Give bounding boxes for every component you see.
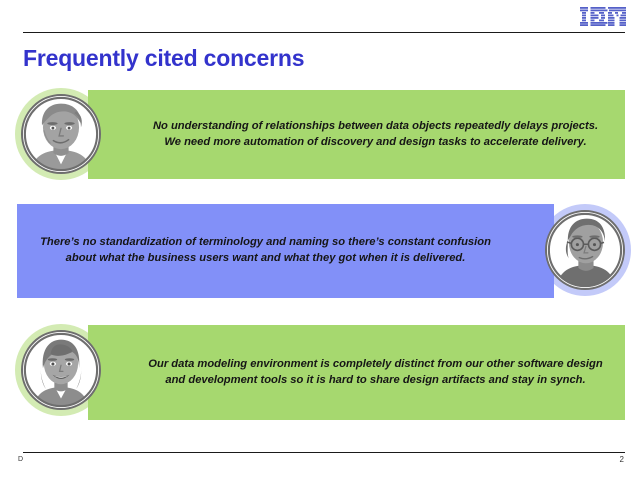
header-divider-rule xyxy=(23,32,625,33)
avatar-person-3 xyxy=(21,330,101,410)
avatar-person-2 xyxy=(545,210,625,290)
ibm-logo-glyph xyxy=(580,7,626,26)
avatar-portrait-1-glyph xyxy=(23,96,99,172)
footer-divider-rule xyxy=(23,452,625,453)
page-title: Frequently cited concerns xyxy=(23,45,305,71)
quote-band-2: There’s no standardization of terminolog… xyxy=(17,204,554,298)
footer-mark: D xyxy=(18,456,24,463)
avatar-portrait-2-glyph xyxy=(547,212,623,288)
quote-text-3: Our data modeling environment is complet… xyxy=(148,357,603,386)
quote-text-1: No understanding of relationships betwee… xyxy=(152,119,599,148)
avatar-portrait-3-glyph xyxy=(23,332,99,408)
quote-band-1: No understanding of relationships betwee… xyxy=(88,90,625,179)
slide-header xyxy=(0,0,638,40)
ibm-logo xyxy=(580,7,626,26)
avatar-person-1 xyxy=(21,94,101,174)
quote-text-2: There’s no standardization of terminolog… xyxy=(40,236,491,264)
page-number: 2 xyxy=(619,455,624,464)
quote-band-3: Our data modeling environment is complet… xyxy=(88,325,625,420)
